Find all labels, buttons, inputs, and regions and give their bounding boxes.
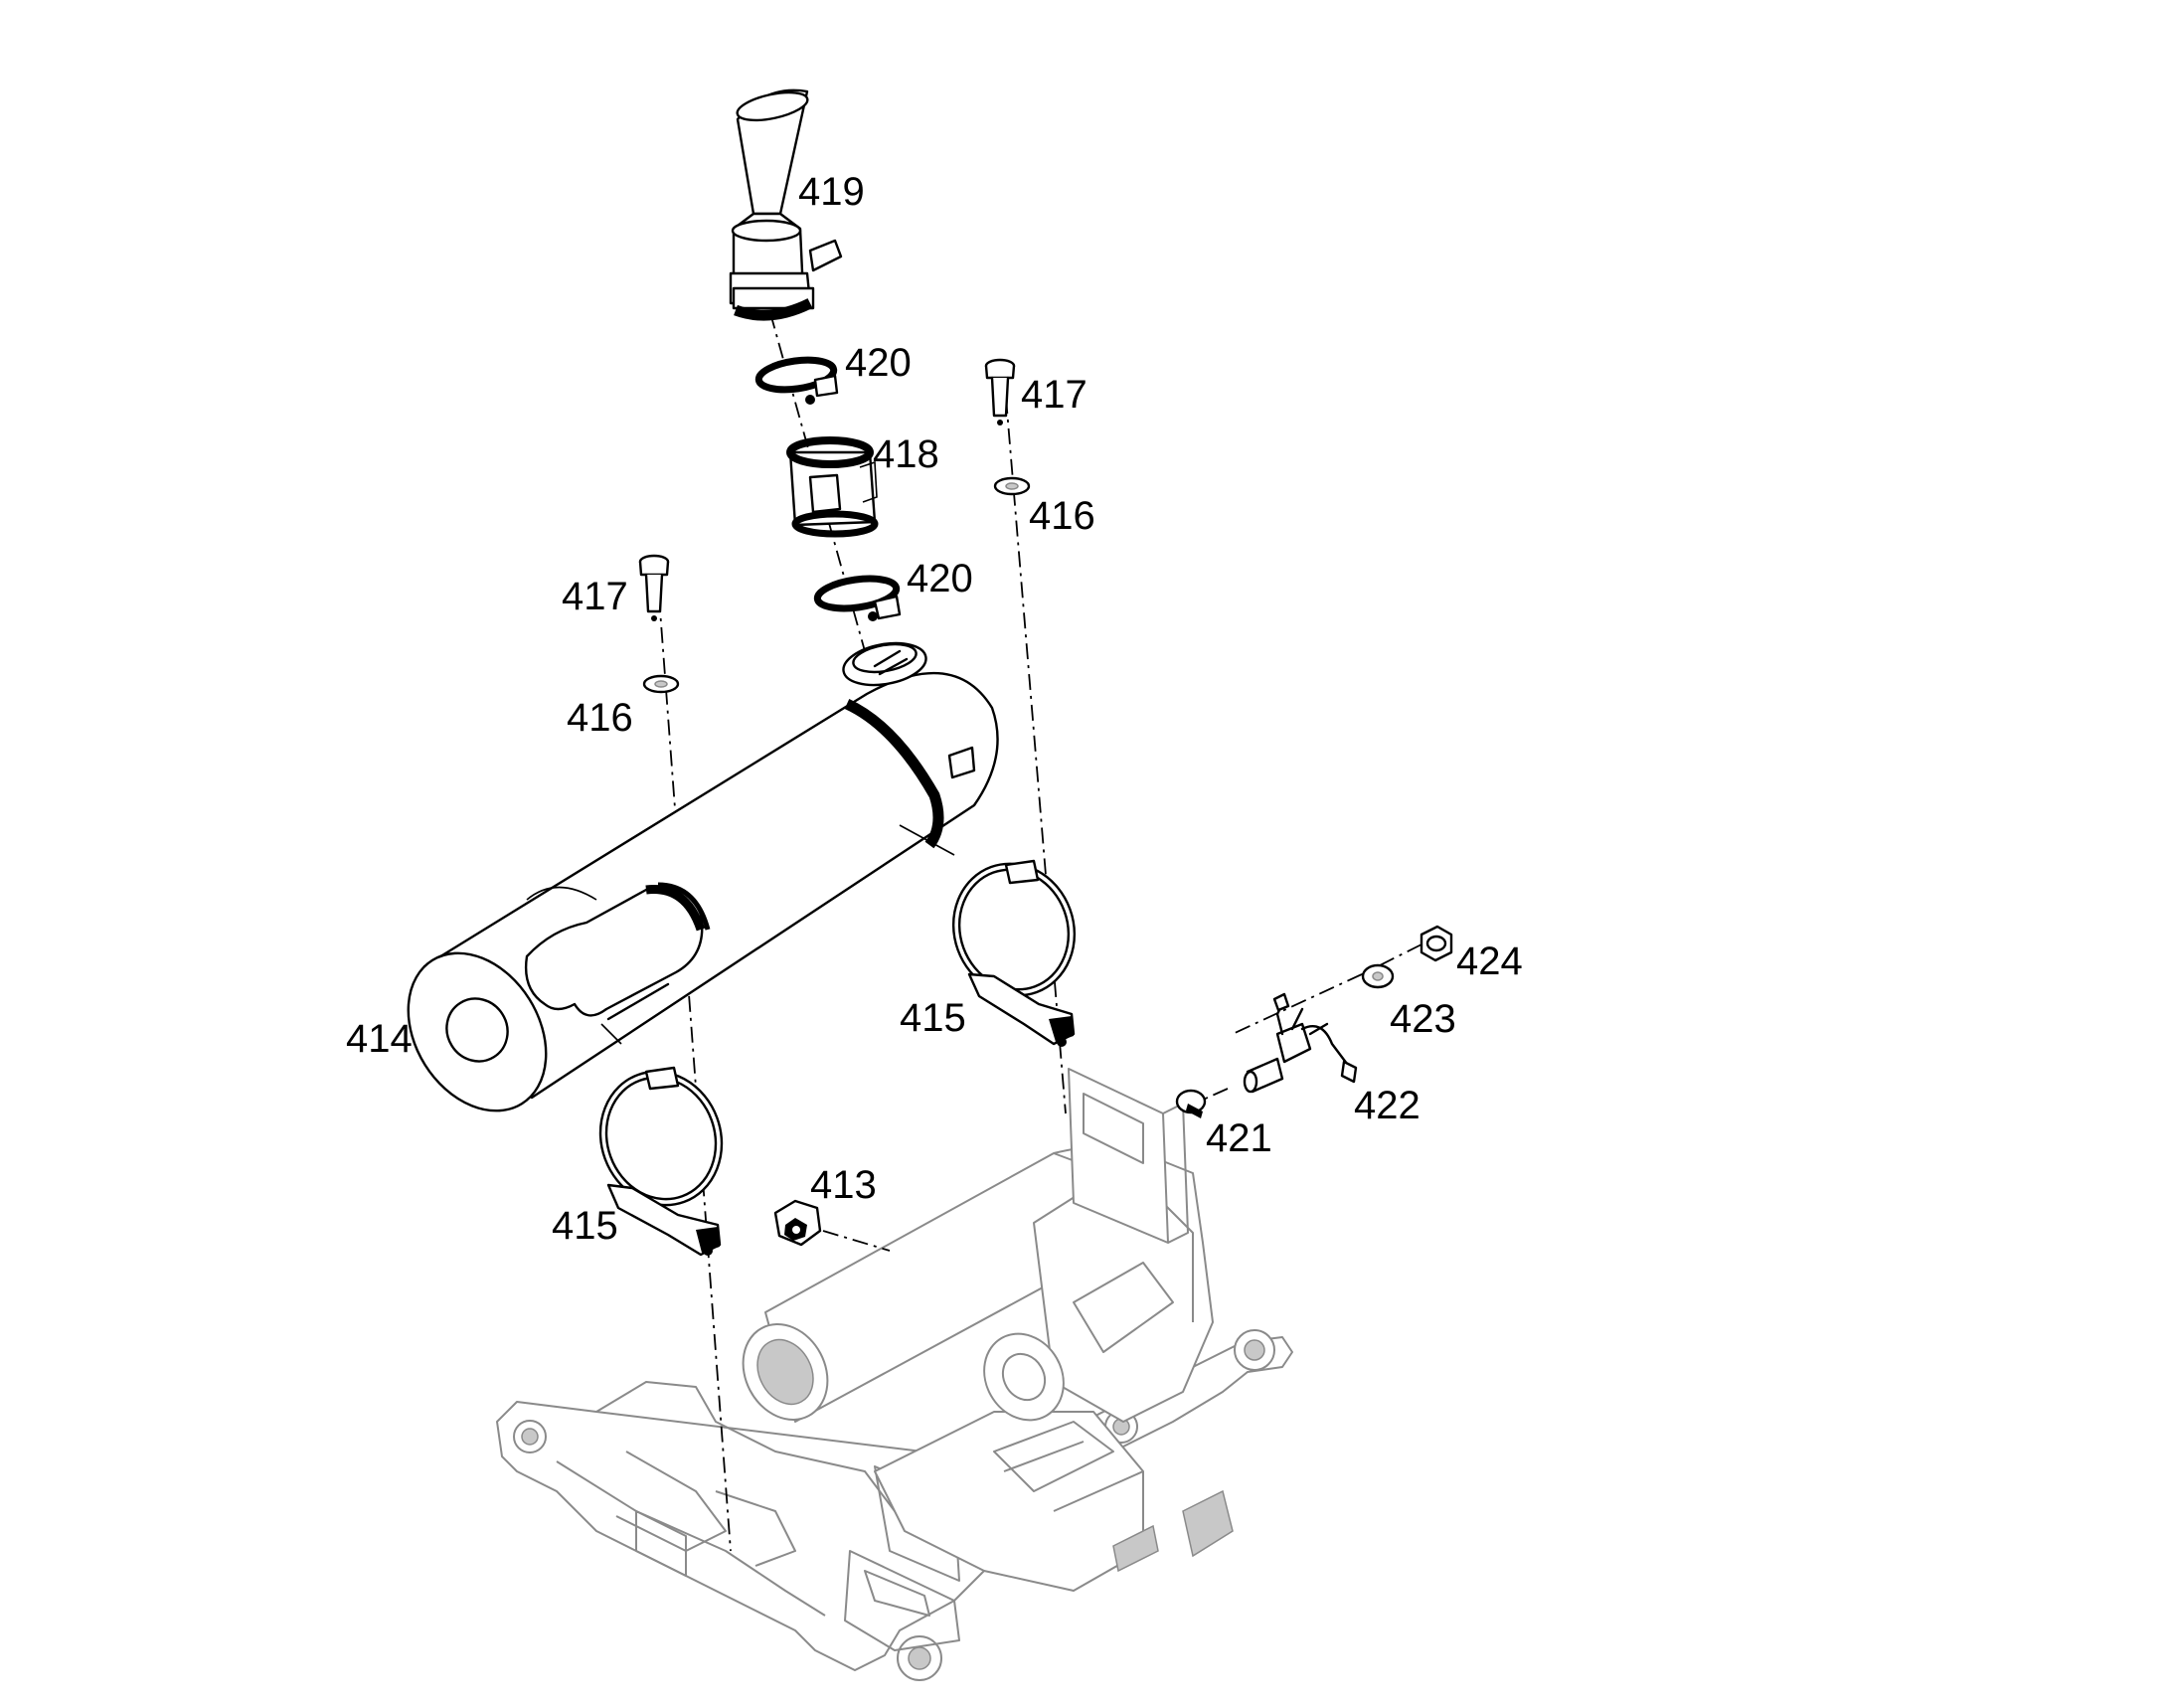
part-417-bolt-left xyxy=(638,554,670,621)
centerline-left-bolt xyxy=(658,596,732,1552)
callout-415-left: 415 xyxy=(552,1204,618,1248)
part-423-washer xyxy=(1361,963,1395,989)
callout-labels: 419 420 418 420 417 416 417 416 414 415 … xyxy=(346,170,1523,1248)
callout-420-upper: 420 xyxy=(845,341,912,385)
centerline-nut-413 xyxy=(822,1230,891,1252)
part-419-exhaust-stack xyxy=(729,88,843,321)
callout-417-right: 417 xyxy=(1021,373,1087,417)
callout-413: 413 xyxy=(810,1163,877,1207)
callout-416-left: 416 xyxy=(567,696,633,740)
callout-421: 421 xyxy=(1206,1116,1272,1160)
callout-422: 422 xyxy=(1354,1084,1421,1127)
centerline-sensor-right xyxy=(1232,973,1363,1035)
part-424-nut xyxy=(1420,925,1453,962)
part-420-clamp-lower xyxy=(813,575,902,621)
part-415-clamp-bracket-right xyxy=(951,859,1077,1047)
callout-424: 424 xyxy=(1456,939,1523,983)
centerline-right-bolt xyxy=(1005,397,1067,1114)
callout-414: 414 xyxy=(346,1017,413,1061)
engine-frame-assembly-ghost xyxy=(496,1068,1293,1681)
callout-418: 418 xyxy=(873,432,939,476)
part-416-washer-right xyxy=(993,476,1031,496)
callout-420-lower: 420 xyxy=(907,557,973,600)
part-422-sensor xyxy=(1243,992,1358,1094)
part-420-clamp-upper xyxy=(754,356,839,405)
part-418-adapter-sleeve xyxy=(786,436,879,538)
part-415-clamp-bracket-left xyxy=(598,1066,724,1257)
part-421-gasket xyxy=(1175,1089,1207,1118)
part-414-muffler xyxy=(407,641,999,1112)
callout-417-left: 417 xyxy=(562,575,628,618)
part-417-bolt-right xyxy=(984,358,1016,426)
callout-416-right: 416 xyxy=(1029,494,1095,538)
part-416-washer-left xyxy=(642,674,680,694)
callout-415-right: 415 xyxy=(900,996,966,1040)
callout-423: 423 xyxy=(1390,997,1456,1041)
part-413-nut xyxy=(773,1199,822,1247)
callout-419: 419 xyxy=(798,170,865,214)
